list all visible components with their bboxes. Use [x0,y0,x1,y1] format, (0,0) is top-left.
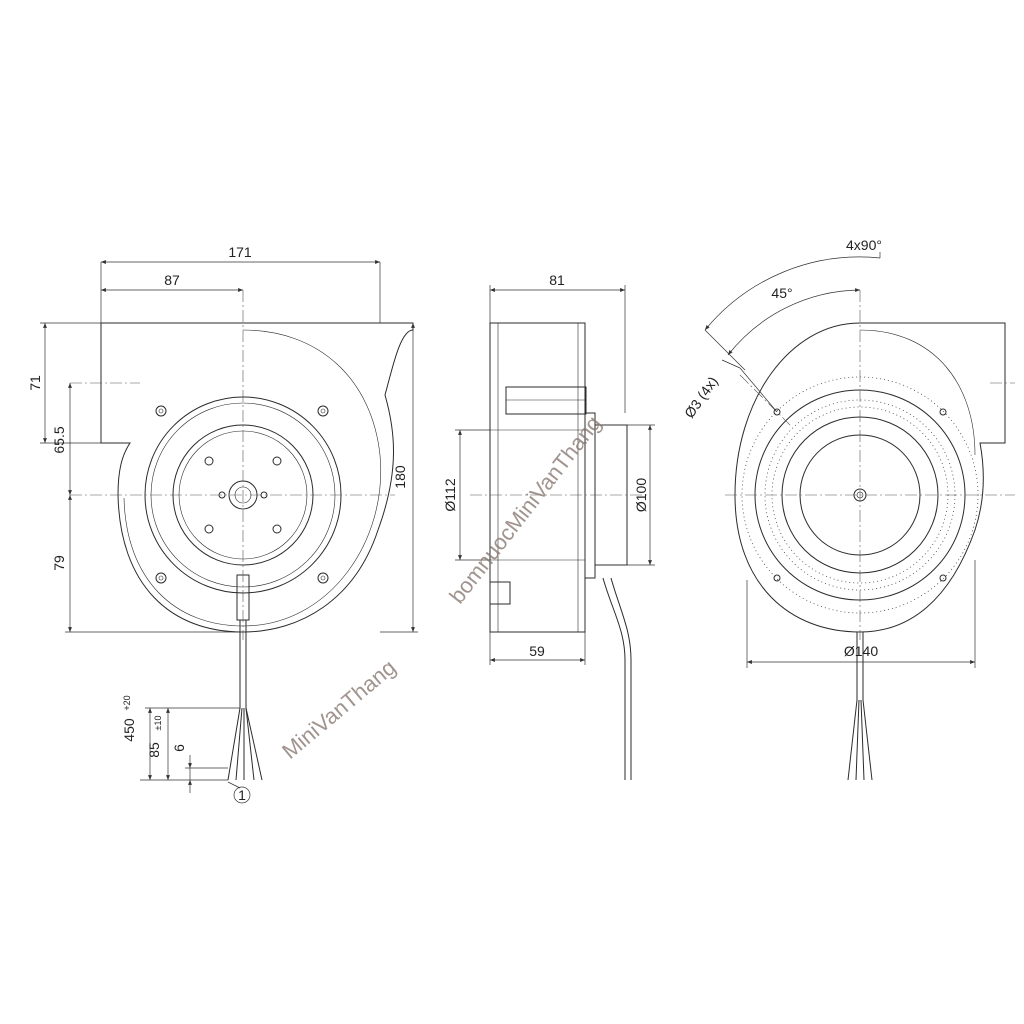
rear-housing-outline [734,322,1006,633]
dim-angle-45: 45° [771,285,792,301]
dim-inner-59: 59 [529,643,545,659]
dim-dia-112: Ø112 [442,478,458,511]
front-cable [227,574,263,781]
rear-cable [847,632,873,781]
front-view: 171 87 180 71 65.5 79 450 +20 85 ±10 6 1 [27,244,418,804]
dim-height-180: 180 [392,465,408,489]
front-screws [155,405,329,584]
side-view: 81 59 Ø112 Ø100 [442,272,655,780]
dim-outlet-65-5: 65.5 [51,426,67,453]
dim-hole-3-4x: Ø3 (4x) [681,373,721,420]
rear-holes [773,408,947,582]
dim-angle-4x90: 4x90° [846,237,882,253]
front-housing-inner [123,329,382,627]
dim-end-strip-6: 6 [171,744,187,752]
watermark-minivanthang: MiniVanThang [277,655,400,764]
dim-strip-length-85: 85 [146,742,162,758]
dim-bottom-79: 79 [51,555,67,571]
dim-cable-length-450: 450 [121,718,137,742]
side-inlet-lip [489,581,511,605]
rear-view: 4x90° 45° Ø3 (4x) Ø140 [681,237,1015,781]
side-cable [602,577,626,780]
side-outlet [505,386,587,415]
watermark-bomnuoc: bomnuocMiniVanThang [444,411,606,608]
rear-bolt-circle [741,376,979,614]
callout-number: 1 [238,787,246,803]
dim-width-171: 171 [228,244,252,260]
callout-circle [233,786,251,804]
dim-depth-81: 81 [549,272,565,288]
dim-cable-length-tolerance: +20 [122,695,132,710]
dim-strip-length-tolerance: ±10 [153,716,163,731]
dim-half-width-87: 87 [164,272,180,288]
dim-top-71: 71 [27,375,43,391]
dim-diameter-140: Ø140 [844,643,878,659]
dim-dia-100: Ø100 [633,478,649,512]
